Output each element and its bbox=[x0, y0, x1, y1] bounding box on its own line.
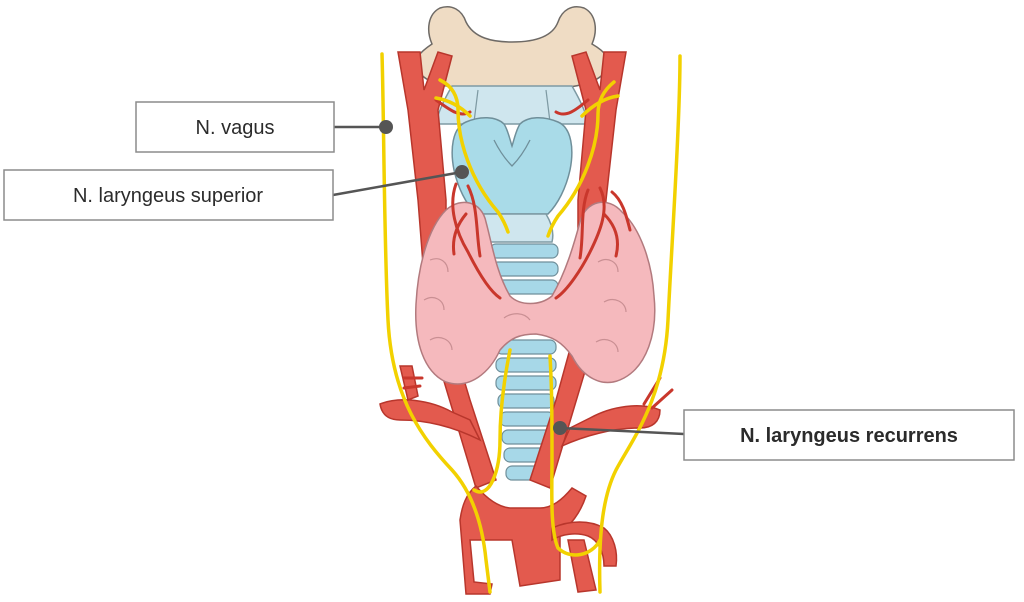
membrane-line bbox=[545, 89, 551, 123]
label-laryngeus-superior-text: N. laryngeus superior bbox=[73, 185, 263, 207]
brachiocephalic-trunk bbox=[459, 484, 587, 595]
label-laryngeus-superior: N. laryngeus superior bbox=[3, 169, 334, 221]
trachea-ring bbox=[495, 375, 557, 391]
trachea bbox=[489, 243, 559, 481]
descending-artery bbox=[567, 539, 597, 593]
left-subclavian-artery bbox=[379, 399, 482, 442]
trachea-ring bbox=[495, 357, 557, 373]
left-vagus-nerve bbox=[380, 52, 492, 594]
right-subclavian-artery bbox=[560, 405, 661, 448]
right-vagus-nerve bbox=[597, 54, 682, 594]
label-laryngeus-superior-box bbox=[3, 169, 334, 221]
vagus-leader-dot bbox=[379, 120, 393, 134]
label-laryngeus-recurrens-box bbox=[683, 409, 1015, 461]
laryngeus-recurrens-leader-line bbox=[559, 426, 685, 436]
trachea-ring bbox=[497, 393, 555, 409]
trachea-ring bbox=[489, 243, 559, 259]
thyroid-lobulation bbox=[423, 258, 627, 353]
label-vagus: N. vagus bbox=[135, 101, 335, 153]
trachea-ring bbox=[499, 411, 555, 427]
right-superior-laryngeal-internal bbox=[580, 94, 620, 118]
label-vagus-box bbox=[135, 101, 335, 153]
thyroid-gland bbox=[415, 201, 656, 385]
label-laryngeus-recurrens-text: N. laryngeus recurrens bbox=[740, 425, 958, 447]
left-recurrent-laryngeal-nerve bbox=[472, 348, 512, 494]
trachea-ring bbox=[491, 261, 559, 277]
left-small-branch bbox=[402, 376, 424, 390]
membrane-line bbox=[473, 89, 479, 123]
laryngeus-recurrens-leader-dot bbox=[553, 421, 567, 435]
right-recurrent-laryngeal-nerve bbox=[548, 354, 602, 557]
laryngeus-superior-leader-dot bbox=[455, 165, 469, 179]
thyroid-notch bbox=[493, 139, 531, 167]
left-superior-laryngeal-nerve bbox=[438, 78, 510, 234]
label-laryngeus-recurrens: N. laryngeus recurrens bbox=[683, 409, 1015, 461]
right-superior-laryngeal-nerve bbox=[546, 80, 616, 238]
superior-thyroid-arteries bbox=[434, 98, 632, 300]
left-superior-laryngeal-internal bbox=[434, 96, 472, 118]
label-vagus-text: N. vagus bbox=[196, 117, 275, 139]
laryngeus-superior-leader-line bbox=[332, 170, 463, 197]
